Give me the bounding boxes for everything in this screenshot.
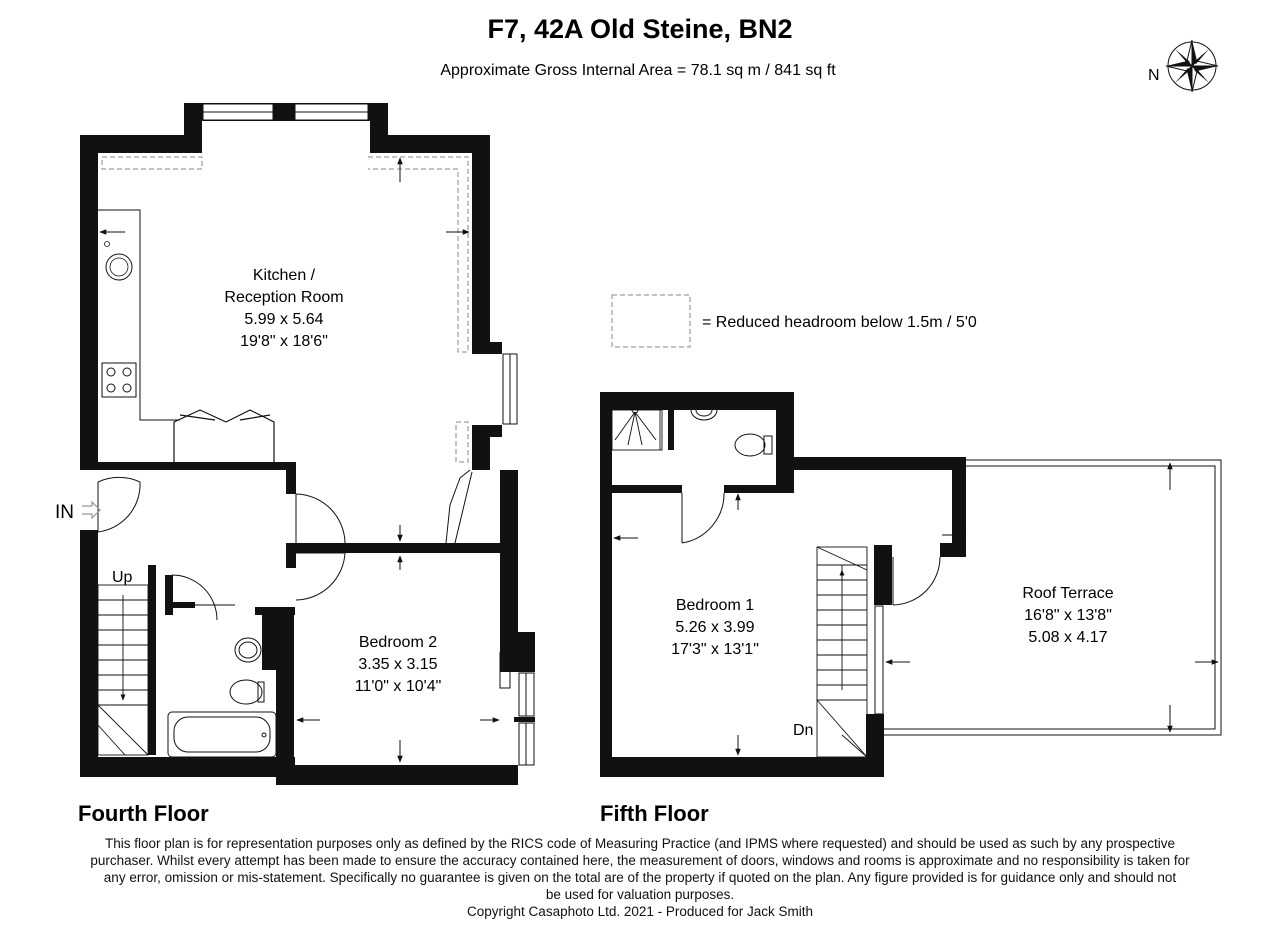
entrance-arrow-icon <box>82 500 101 520</box>
fifth-floor-window <box>874 605 884 715</box>
terrace-name: Roof Terrace <box>1022 585 1113 602</box>
disclaimer-block: This floor plan is for representation pu… <box>20 835 1260 920</box>
reduced-headroom-swatch <box>611 294 691 348</box>
wash-basin-icon <box>234 637 262 663</box>
stairs-down-label: Dn <box>793 722 813 739</box>
fifth-floor-plan: Bedroom 1 5.26 x 3.99 17'3" x 13'1" Roof… <box>600 392 1222 826</box>
toilet-icon <box>229 679 263 705</box>
kitchen-name-line1: Kitchen / <box>253 267 316 284</box>
fifth-floor-dimension-arrows <box>613 462 1219 756</box>
bedroom1-imperial: 17'3" x 13'1" <box>671 641 759 658</box>
plan-title: F7, 42A Old Steine, BN2 <box>487 14 792 44</box>
hob-icon <box>101 362 137 398</box>
shower-icon <box>611 406 663 451</box>
stairs-up <box>97 584 149 756</box>
legend-reduced-headroom: = Reduced headroom below 1.5m / 5'0 <box>702 314 977 331</box>
fifth-floor-doors <box>681 492 941 606</box>
disclaimer-line-2: purchaser. Whilst every attempt has been… <box>90 853 1190 868</box>
wash-basin-icon <box>690 399 718 421</box>
fourth-floor-walls <box>80 103 535 785</box>
disclaimer-line-4: be used for valuation purposes. <box>545 887 735 902</box>
kitchen-reduced-headroom <box>101 156 469 463</box>
fourth-floor-plan: Kitchen / Reception Room 5.99 x 5.64 19'… <box>55 103 535 826</box>
fourth-floor-label: Fourth Floor <box>78 801 209 826</box>
bedroom2-metric: 3.35 x 3.15 <box>358 656 437 673</box>
disclaimer-line-1: This floor plan is for representation pu… <box>104 836 1176 851</box>
fourth-floor-dimension-arrows <box>99 157 500 763</box>
kitchen-imperial: 19'8" x 18'6" <box>240 333 328 350</box>
kitchen-worktop <box>98 209 180 421</box>
window-mullions <box>203 111 527 765</box>
fifth-floor-label: Fifth Floor <box>600 801 709 826</box>
bedroom1-metric: 5.26 x 3.99 <box>675 619 754 636</box>
kitchen-name-line2: Reception Room <box>224 289 343 306</box>
disclaimer-line-3: any error, omission or mis-statement. Sp… <box>103 870 1177 885</box>
bathroom-fixtures <box>167 637 277 758</box>
hall-doors <box>171 469 473 621</box>
entrance-label: IN <box>55 502 74 523</box>
stairs-down <box>816 546 868 758</box>
compass-north-label: N <box>1148 67 1160 84</box>
bedroom1-name: Bedroom 1 <box>676 597 754 614</box>
bedroom2-name: Bedroom 2 <box>359 634 437 651</box>
kitchen-sink-icon <box>105 253 133 281</box>
bifold-doors <box>173 409 275 462</box>
copyright: Copyright Casaphoto Ltd. 2021 - Produced… <box>467 904 813 919</box>
roof-terrace-outline <box>884 459 1222 736</box>
kitchen-metric: 5.99 x 5.64 <box>244 311 323 328</box>
bedroom2-imperial: 11'0" x 10'4" <box>355 678 442 695</box>
terrace-metric: 5.08 x 4.17 <box>1028 629 1107 646</box>
stairs-up-label: Up <box>112 569 133 586</box>
gross-area: Approximate Gross Internal Area = 78.1 s… <box>440 62 836 79</box>
entrance-door <box>97 476 141 533</box>
terrace-imperial: 16'8" x 13'8" <box>1024 607 1112 624</box>
compass-rose-icon <box>1165 39 1219 93</box>
toilet-icon <box>734 433 766 457</box>
fifth-floor-walls <box>600 392 966 777</box>
fifth-floor-bathroom-fixtures <box>690 399 773 457</box>
